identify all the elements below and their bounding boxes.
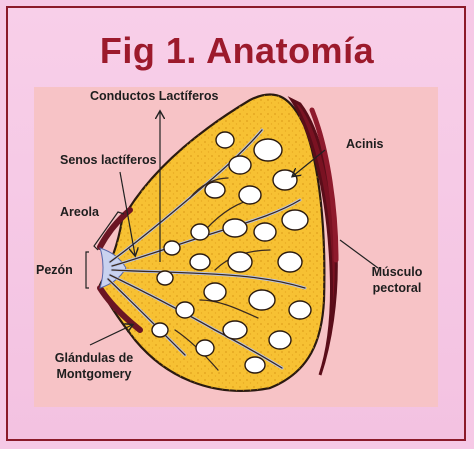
- label-senos-lactiferos: Senos lactíferos: [60, 153, 157, 167]
- label-glandulas-line2: Montgomery: [56, 367, 132, 381]
- senos-arrow: [119, 171, 135, 255]
- figure-title: Fig 1. Anatomía: [99, 30, 375, 71]
- label-acinis: Acinis: [346, 137, 384, 151]
- label-musculo-line1: Músculo: [371, 265, 423, 279]
- acinis-arrow: [293, 149, 326, 176]
- pezon-bracket: [85, 251, 89, 289]
- label-musculo-pectoral: Músculo pectoral: [360, 264, 434, 296]
- label-glandulas-line1: Glándulas de: [54, 351, 134, 365]
- label-pezon: Pezón: [36, 263, 73, 277]
- nipple: [99, 247, 127, 289]
- musculo-line: [339, 239, 379, 269]
- areola-lower: [97, 285, 143, 333]
- acini-lobules: [151, 131, 312, 374]
- label-glandulas-montgomery: Glándulas de Montgomery: [38, 350, 150, 382]
- label-areola: Areola: [60, 205, 99, 219]
- label-musculo-line2: pectoral: [372, 281, 422, 295]
- glandulas-arrow: [89, 325, 132, 346]
- label-conductos-lactiferos: Conductos Lactíferos: [90, 89, 219, 103]
- areola-bracket: [93, 211, 125, 251]
